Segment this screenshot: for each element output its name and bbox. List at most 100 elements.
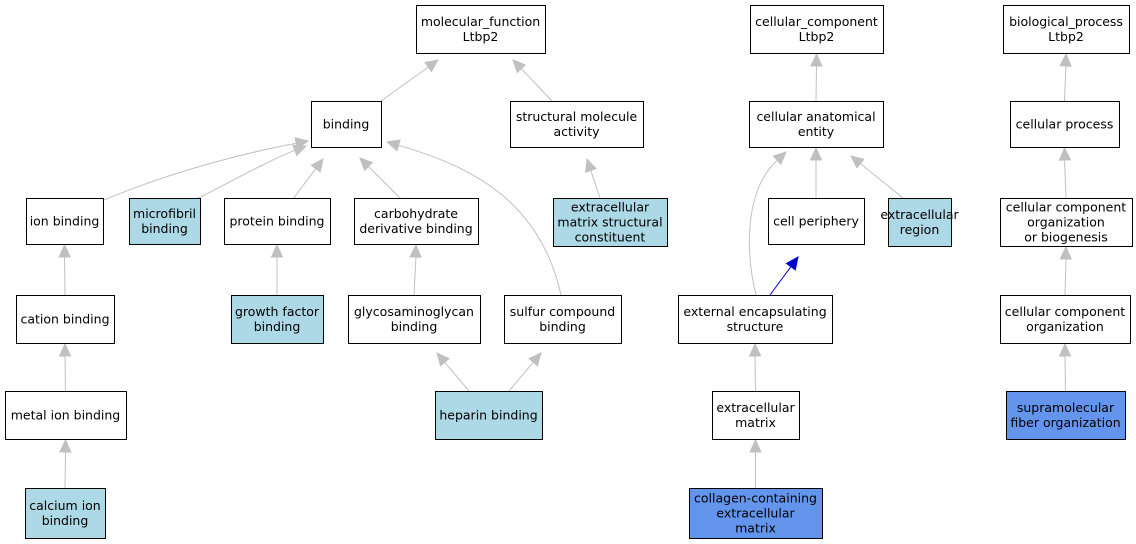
edge-arrowhead — [58, 342, 72, 357]
node-box — [1006, 391, 1126, 440]
edge-arrowhead — [810, 52, 823, 67]
node-label-line: microfibril — [133, 206, 196, 221]
node-label-line: cation binding — [20, 312, 109, 327]
node-label-line: biological_process — [1009, 14, 1123, 29]
edge-layer — [58, 52, 1072, 489]
node-protein_binding: protein binding — [224, 198, 331, 245]
edge-line — [64, 450, 66, 489]
edge-arrowhead — [359, 157, 374, 172]
node-box — [1003, 5, 1130, 54]
node-label-line: activity — [553, 124, 600, 139]
node-label-line: structure — [727, 319, 784, 334]
edge-line — [508, 361, 534, 392]
edge-carbohydrate_derivative_binding-to-binding — [359, 157, 401, 199]
edge-binding-to-molecular_function — [380, 59, 439, 102]
edge-line — [1064, 257, 1067, 296]
edge-growth_factor_binding-to-protein_binding — [270, 243, 284, 295]
edge-arrowhead — [749, 438, 762, 453]
node-label-line: entity — [798, 124, 835, 139]
node-box — [5, 391, 127, 440]
node-box — [1000, 295, 1131, 344]
edge-heparin_binding-to-glycosaminoglycan_binding — [436, 352, 470, 392]
edge-line — [64, 255, 66, 296]
node-heparin_binding: heparin binding — [435, 391, 543, 440]
node-label-line: matrix — [735, 415, 776, 430]
edge-arrowhead — [436, 352, 450, 367]
node-box — [231, 295, 324, 344]
node-label-line: collagen-containing — [694, 491, 817, 506]
node-label-line: binding — [141, 221, 188, 236]
node-cellular_process: cellular process — [1010, 101, 1120, 148]
edge-arrowhead — [772, 151, 787, 166]
node-box — [768, 198, 865, 245]
node-box — [26, 198, 104, 245]
edge-line — [368, 166, 401, 199]
edge-arrowhead — [1059, 52, 1072, 67]
node-label-line: extracellular — [716, 506, 795, 521]
edge-supramolecular_fiber_organization-to-cco — [1058, 342, 1072, 392]
edge-arrowhead — [292, 144, 308, 157]
node-label-line: cell periphery — [773, 214, 859, 229]
edge-sulfur_compound_binding-to-binding — [385, 139, 562, 296]
node-box — [435, 391, 543, 440]
edge-arrowhead — [585, 157, 597, 173]
edge-line — [1064, 64, 1067, 102]
node-box — [689, 488, 823, 539]
edge-line — [194, 149, 295, 201]
edge-line — [769, 266, 792, 296]
edge-arrowhead — [1058, 146, 1072, 161]
node-box — [25, 488, 106, 539]
edge-protein_binding-to-binding — [292, 158, 324, 200]
edge-structural_molecule_activity-to-molecular_function — [512, 59, 553, 102]
edge-line — [292, 168, 317, 200]
edge-microfibril_binding-to-binding — [194, 144, 308, 201]
node-box — [750, 5, 884, 54]
node-label-line: ion binding — [30, 214, 100, 229]
edge-arrowhead — [424, 59, 439, 73]
node-box — [749, 101, 884, 148]
edge-extracellular_matrix-to-external_encapsulating_structure — [748, 342, 762, 392]
edge-arrowhead — [850, 155, 865, 169]
edge-cellular_process-to-biological_process — [1059, 52, 1072, 102]
edge-extracellular_region-to-cellular_anatomical_entity — [850, 155, 904, 199]
node-label-line: constituent — [575, 230, 646, 245]
node-label-line: extracellular — [880, 207, 959, 222]
node-box — [311, 101, 382, 148]
node-metal_ion_binding: metal ion binding — [5, 391, 127, 440]
node-box — [348, 295, 481, 344]
edge-ecm_structural_constituent-to-structural_molecule_activity — [585, 157, 601, 199]
edge-line — [815, 64, 817, 102]
node-label-line: Ltbp2 — [799, 29, 835, 44]
node-label-line: cellular component — [1005, 304, 1125, 319]
edge-line — [590, 170, 601, 199]
node-ion_binding: ion binding — [26, 198, 104, 245]
node-cation_binding: cation binding — [16, 295, 115, 344]
edge-arrowhead — [1059, 245, 1072, 260]
node-box — [1010, 101, 1120, 148]
edge-line — [859, 163, 904, 199]
edge-line — [754, 354, 756, 392]
edge-line — [1064, 354, 1066, 392]
edge-line — [380, 66, 429, 102]
node-box — [678, 295, 833, 344]
node-label-line: glycosaminoglycan — [354, 304, 474, 319]
edge-arrowhead — [270, 243, 284, 258]
edge-line — [398, 144, 562, 296]
node-box — [510, 101, 644, 148]
node-box — [16, 295, 115, 344]
